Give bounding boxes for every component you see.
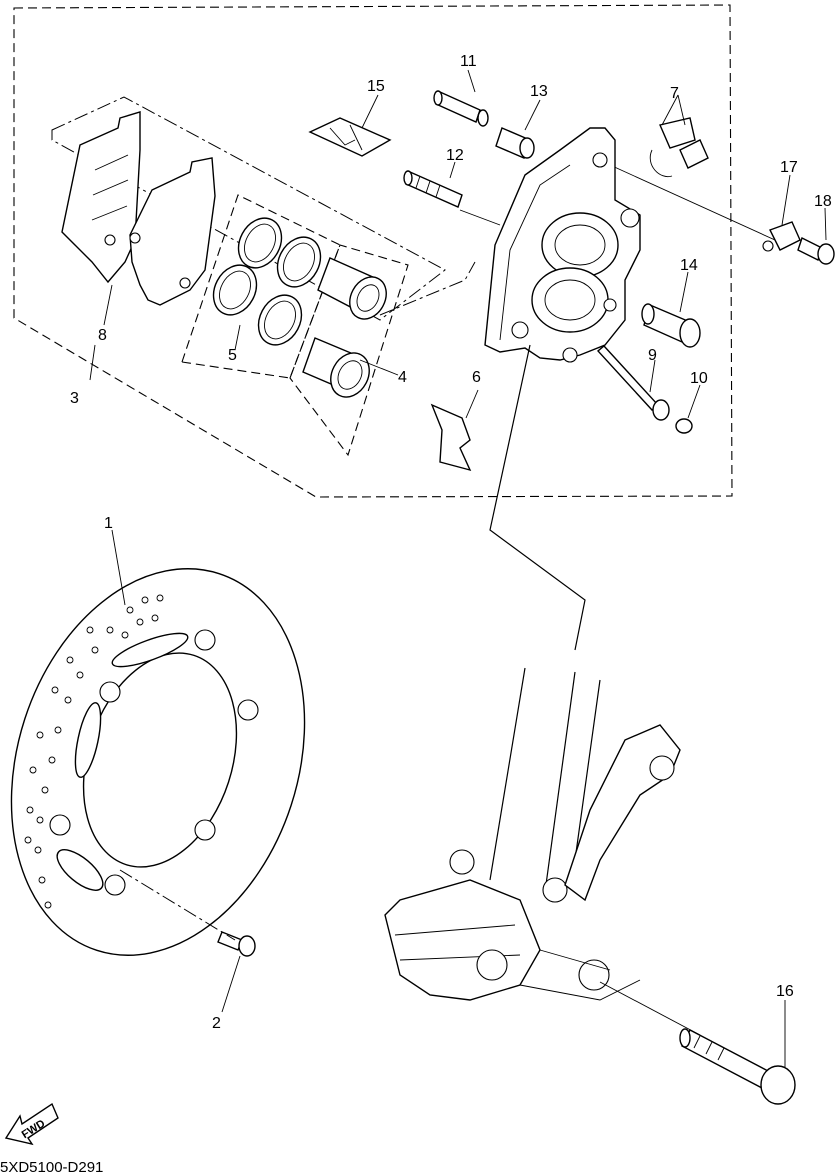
pad-pin-12[interactable] bbox=[403, 170, 463, 208]
callout-8: 8 bbox=[98, 327, 107, 344]
caliper-body[interactable] bbox=[484, 127, 641, 363]
callout-16: 16 bbox=[776, 983, 794, 1000]
mount-guide-line bbox=[489, 344, 586, 651]
fwd-arrow-icon: FWD bbox=[4, 1102, 59, 1146]
callout-11: 11 bbox=[460, 53, 477, 70]
disc-bolt-2[interactable] bbox=[119, 869, 256, 957]
callout-9: 9 bbox=[648, 347, 657, 364]
pad-group-frame bbox=[51, 96, 446, 321]
front-fork-lower[interactable] bbox=[384, 667, 681, 1001]
callout-18: 18 bbox=[814, 193, 832, 210]
caliper-bolt-16[interactable] bbox=[599, 981, 796, 1105]
callout-7: 7 bbox=[670, 85, 679, 102]
seal-group-box bbox=[181, 194, 341, 379]
diagram-code: 5XD5100-D291 bbox=[0, 1159, 103, 1176]
callout-3: 3 bbox=[70, 390, 79, 407]
pad-axis-line bbox=[379, 261, 476, 316]
bracket-17[interactable] bbox=[762, 221, 801, 252]
piston-seals[interactable] bbox=[205, 211, 329, 353]
pad-support-6[interactable] bbox=[430, 403, 472, 472]
plug-13[interactable] bbox=[495, 127, 535, 159]
callout-5: 5 bbox=[228, 347, 237, 364]
bleed-screw-7[interactable] bbox=[649, 117, 709, 178]
callout-17: 17 bbox=[780, 159, 798, 176]
bolt-18[interactable] bbox=[797, 237, 835, 265]
clip-10[interactable] bbox=[675, 418, 693, 434]
callout-10: 10 bbox=[690, 370, 708, 387]
callout-2: 2 bbox=[212, 1015, 221, 1032]
caliper-assembly-boundary bbox=[13, 4, 733, 498]
callout-13: 13 bbox=[530, 83, 548, 100]
pin-9[interactable] bbox=[596, 345, 670, 421]
callout-14: 14 bbox=[680, 257, 698, 274]
callout-6: 6 bbox=[472, 369, 481, 386]
piston-group-box bbox=[289, 244, 409, 457]
guide-pin-14[interactable] bbox=[641, 303, 701, 348]
pad-pin-11[interactable] bbox=[433, 90, 489, 127]
callout-15: 15 bbox=[367, 78, 385, 95]
callout-numbers: 11 13 15 7 12 17 18 14 8 9 5 4 6 10 3 1 … bbox=[70, 53, 832, 1032]
pad-spring-15[interactable] bbox=[308, 117, 392, 157]
pistons[interactable] bbox=[302, 257, 393, 404]
bolt-axis-line-17 bbox=[609, 164, 776, 241]
brake-disc[interactable] bbox=[0, 530, 352, 993]
pin-axis-line bbox=[459, 209, 501, 226]
callout-4: 4 bbox=[398, 369, 407, 386]
callout-12: 12 bbox=[446, 147, 464, 164]
callout-1: 1 bbox=[104, 515, 113, 532]
leader-lines bbox=[89, 69, 827, 1068]
brake-pad[interactable] bbox=[61, 111, 216, 306]
